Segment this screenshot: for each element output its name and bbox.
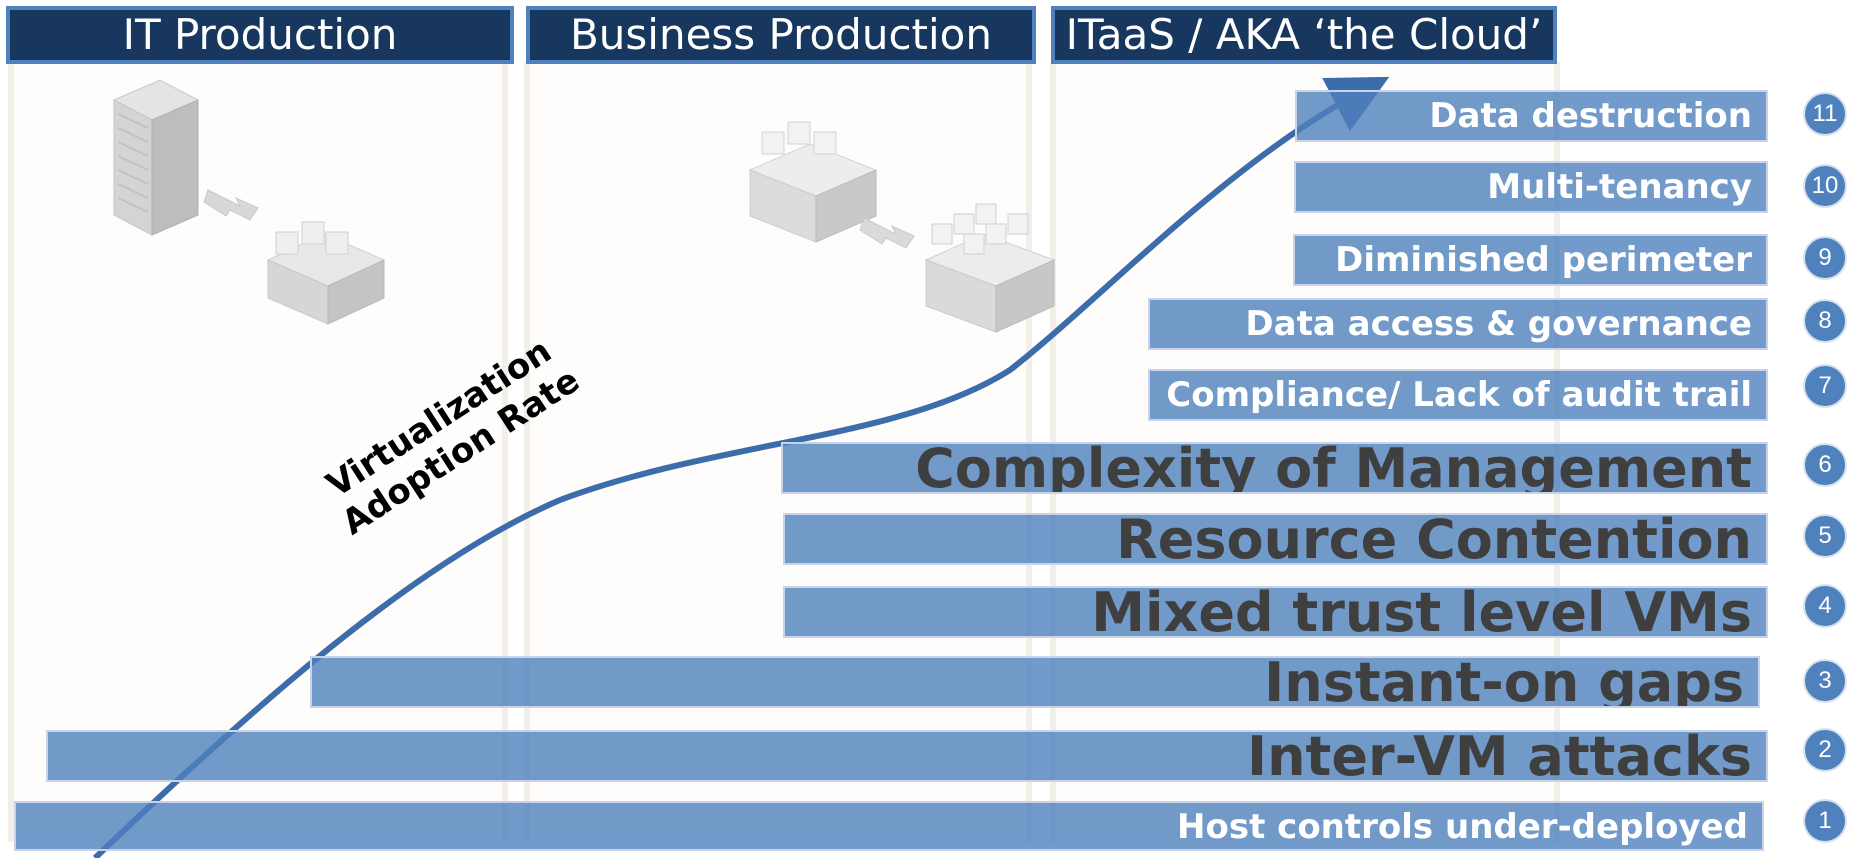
risk-bar-compliance: Compliance/ Lack of audit trail (1148, 369, 1768, 421)
risk-bar-data-destruction: Data destruction (1295, 90, 1768, 142)
risk-number-badge: 9 (1803, 236, 1847, 280)
risk-bar-complexity-of-management: Complexity of Management (781, 442, 1768, 494)
risk-bar-multi-tenancy: Multi-tenancy (1294, 161, 1768, 213)
risk-number-badge: 7 (1803, 364, 1847, 408)
risk-number-badge: 6 (1803, 443, 1847, 487)
column-header-it-production: IT Production (6, 6, 514, 64)
column-header-business-production: Business Production (526, 6, 1036, 64)
risk-number-badge: 11 (1803, 92, 1847, 136)
risk-number-badge: 8 (1803, 299, 1847, 343)
it-production-illustration (112, 79, 386, 325)
risk-number-badge: 4 (1803, 584, 1847, 628)
risk-bar-diminished-perimeter: Diminished perimeter (1293, 234, 1768, 286)
risk-bar-data-access-governance: Data access & governance (1148, 298, 1768, 350)
business-production-illustration (748, 121, 1056, 333)
server-rack-icon (112, 79, 200, 236)
arrow-right-icon (859, 217, 915, 249)
column-header-itaas: ITaaS / AKA ‘the Cloud’ (1051, 6, 1557, 64)
risk-number-badge: 1 (1803, 799, 1847, 843)
risk-bar-resource-contention: Resource Contention (783, 513, 1768, 565)
risk-number-badge: 3 (1803, 659, 1847, 703)
risk-bar-instant-on-gaps: Instant-on gaps (310, 656, 1760, 708)
risk-number-badge: 2 (1803, 728, 1847, 772)
risk-bar-host-controls: Host controls under-deployed (14, 801, 1764, 851)
risk-bar-mixed-trust-level-vms: Mixed trust level VMs (783, 586, 1768, 638)
risk-number-badge: 10 (1803, 164, 1847, 208)
risk-number-badge: 5 (1803, 514, 1847, 558)
vm-host-icon (266, 221, 386, 325)
risk-bar-inter-vm-attacks: Inter-VM attacks (46, 730, 1768, 782)
vm-host-icon (924, 203, 1056, 333)
vm-host-icon (748, 121, 878, 243)
arrow-right-icon (203, 189, 259, 221)
